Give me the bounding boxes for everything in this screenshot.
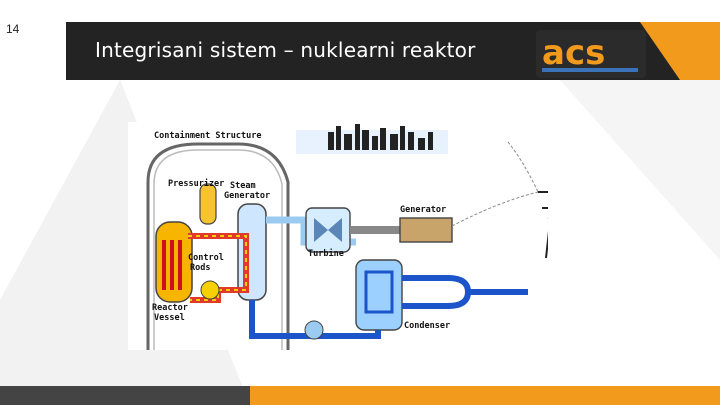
acs-logo: acs <box>536 30 646 78</box>
steam-generator <box>237 203 267 301</box>
coolant-pump-icon <box>200 280 220 300</box>
label-condenser: Condenser <box>404 321 450 331</box>
containment-structure <box>146 142 290 350</box>
turbine-shaft <box>350 226 400 234</box>
feedwater-pump-icon <box>304 320 324 340</box>
page-number: 14 <box>6 22 20 36</box>
label-control-rods-line1: Control <box>188 253 224 263</box>
title-accent-wedge <box>640 22 720 80</box>
label-reactor-vessel-line2: Vessel <box>154 313 185 323</box>
generator <box>399 217 453 243</box>
label-reactor-vessel-line1: Reactor <box>152 303 188 313</box>
label-containment: Containment Structure <box>154 130 261 141</box>
logo-text: acs <box>542 33 605 73</box>
bottom-dark-segment <box>0 386 250 405</box>
label-steam-generator-line1: Steam <box>230 181 256 191</box>
city-skyline-icon <box>296 124 448 154</box>
label-turbine: Turbine <box>308 248 344 259</box>
slide-title: Integrisani sistem – nuklearni reaktor <box>95 38 476 62</box>
label-steam-generator-line2: Generator <box>224 191 270 201</box>
transmission-tower-icon <box>538 191 548 259</box>
label-control-rods-line2: Rods <box>190 263 210 273</box>
nuclear-reactor-diagram: Containment Structure Pressurizer Steam … <box>128 122 548 350</box>
pressurizer <box>199 183 217 225</box>
label-pressurizer: Pressurizer <box>168 178 224 189</box>
label-generator: Generator <box>400 205 446 215</box>
